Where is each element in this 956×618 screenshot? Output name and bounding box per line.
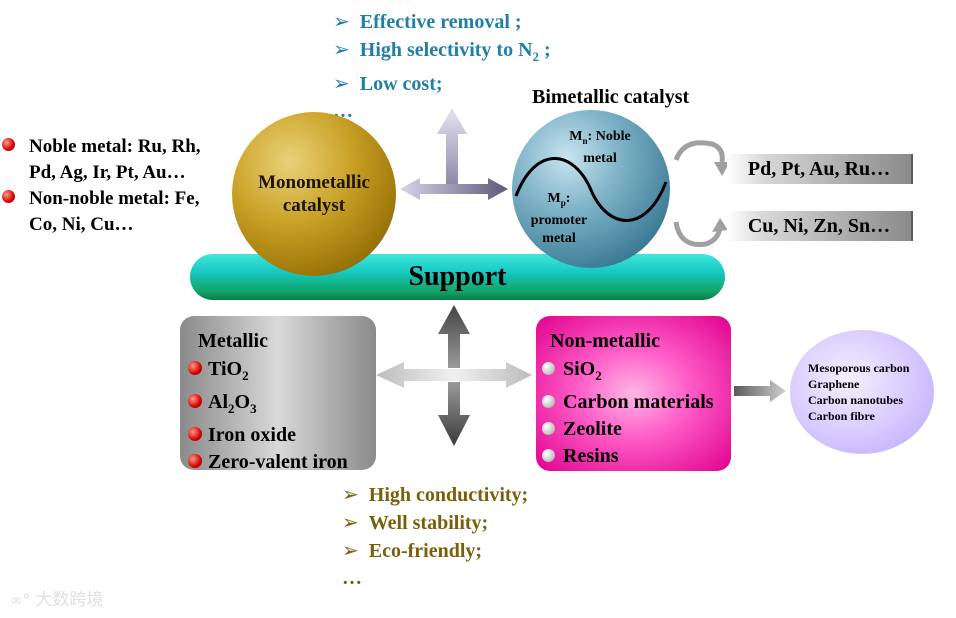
- nonmetallic-item: SiO2: [542, 356, 714, 389]
- carbon-materials-ellipse: [790, 330, 934, 454]
- top-benefit-item: ➢Effective removal ;: [333, 9, 522, 33]
- mn-label: Mn: Noble metal: [569, 129, 631, 166]
- top-benefits-list: ➢Effective removal ; ➢High selectivity t…: [333, 8, 551, 125]
- red-bullet-icon: [2, 138, 15, 151]
- red-bullet-icon: [188, 427, 202, 441]
- nonmetallic-item: Zeolite: [542, 416, 714, 443]
- nonmetallic-list: SiO2 Carbon materials Zeolite Resins: [542, 356, 714, 470]
- bottom-benefit-item: ➢High conductivity;: [342, 482, 529, 506]
- mp-label: Mp: promoter metal: [530, 191, 588, 246]
- carbon-materials-list: Mesoporous carbon Graphene Carbon nanotu…: [808, 360, 909, 424]
- bottom-benefits-list: ➢High conductivity; ➢Well stability; ➢Ec…: [342, 481, 528, 592]
- monometallic-label: Monometallic catalyst: [258, 172, 370, 216]
- metallic-item: TiO2: [188, 356, 348, 389]
- bimetallic-title: Bimetallic catalyst: [532, 86, 690, 108]
- curved-arrows: [673, 140, 730, 248]
- metallic-item: Zero-valent iron: [188, 449, 348, 476]
- watermark-text: 大数跨境: [35, 590, 104, 610]
- gray-bullet-icon: [542, 422, 555, 435]
- promoter-metals-label: Cu, Ni, Zn, Sn…: [727, 211, 913, 241]
- bottom-benefit-item: ➢Eco-friendly;: [342, 538, 483, 562]
- bottom-cross-arrows: [376, 305, 532, 446]
- nonnoble-metal-item-cont: Co, Ni, Cu…: [29, 214, 134, 235]
- red-bullet-icon: [2, 190, 15, 203]
- gray-bullet-icon: [542, 395, 555, 408]
- gray-bullet-icon: [542, 449, 555, 462]
- carbon-arrow: [734, 380, 786, 402]
- monometallic-sphere: Monometallic catalyst: [232, 112, 396, 276]
- nonmetallic-item: Resins: [542, 443, 714, 470]
- metallic-list: TiO2 Al2O3 Iron oxide Zero-valent iron: [188, 356, 348, 476]
- top-benefit-item: ➢High selectivity to N2 ;: [333, 37, 551, 64]
- noble-metal-item: Noble metal: Ru, Rh,: [2, 134, 201, 160]
- noble-metal-item-cont: Pd, Ag, Ir, Pt, Au…: [29, 162, 186, 183]
- metallic-box: Metallic TiO2 Al2O3 Iron oxide Zero-vale…: [180, 316, 376, 473]
- bottom-benefit-item: ➢Well stability;: [342, 510, 489, 534]
- red-bullet-icon: [188, 361, 202, 375]
- metallic-item: Al2O3: [188, 389, 348, 422]
- bimetallic-sphere: Mn: Noble metal Mp: promoter metal: [512, 110, 670, 268]
- sine-divider: [514, 157, 668, 222]
- red-bullet-icon: [188, 454, 202, 468]
- carbon-item: Carbon nanotubes: [808, 393, 904, 407]
- metallic-item: Iron oxide: [188, 422, 348, 449]
- bottom-benefit-ellipsis: …: [342, 567, 362, 589]
- nonmetallic-box: Non-metallic SiO2 Carbon materials Zeoli…: [536, 316, 731, 471]
- support-label: Support: [408, 261, 507, 292]
- watermark: ∞° 大数跨境: [10, 585, 103, 610]
- red-bullet-icon: [188, 394, 202, 408]
- carbon-item: Carbon fibre: [808, 409, 875, 423]
- nonmetallic-title: Non-metallic: [550, 330, 660, 352]
- top-cross-arrows: [400, 108, 508, 200]
- metallic-title: Metallic: [198, 330, 268, 352]
- watermark-logo-icon: ∞°: [10, 591, 30, 609]
- gray-bullet-icon: [542, 362, 555, 375]
- nonnoble-metal-item: Non-noble metal: Fe,: [2, 186, 201, 212]
- metal-list: Noble metal: Ru, Rh, Pd, Ag, Ir, Pt, Au……: [2, 134, 201, 238]
- top-benefit-item: ➢Low cost;: [333, 71, 443, 95]
- nonmetallic-item: Carbon materials: [542, 389, 714, 416]
- carbon-item: Graphene: [808, 377, 860, 391]
- carbon-item: Mesoporous carbon: [808, 361, 910, 375]
- noble-metals-label: Pd, Pt, Au, Ru…: [727, 154, 913, 184]
